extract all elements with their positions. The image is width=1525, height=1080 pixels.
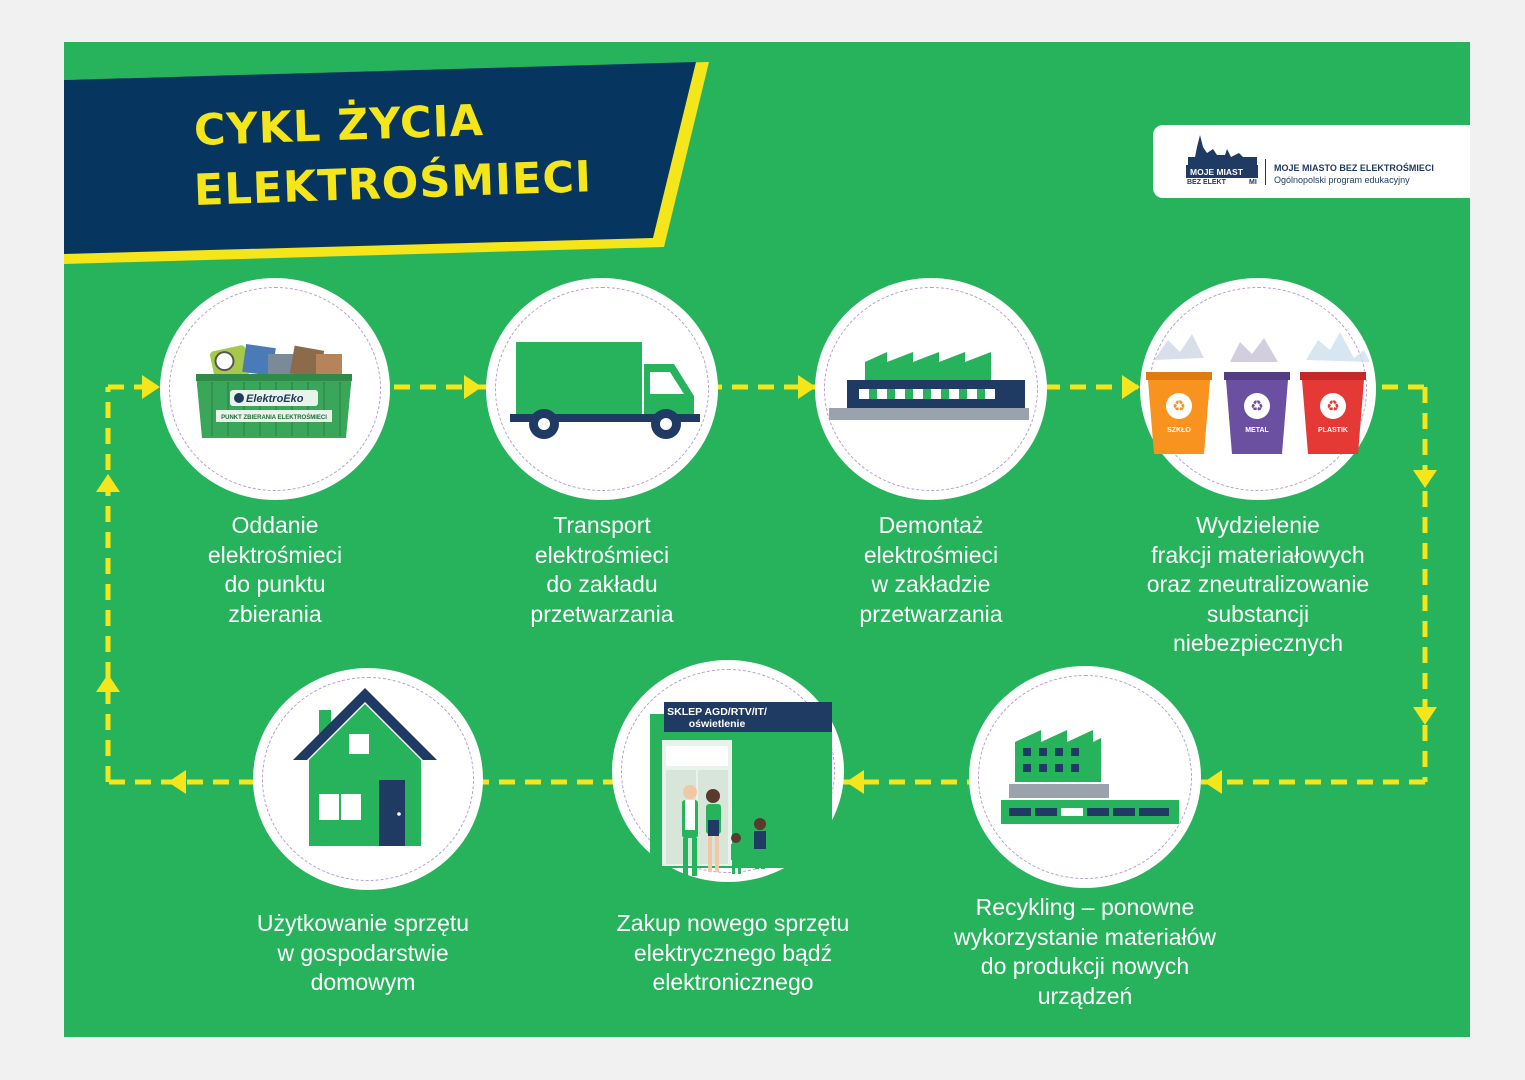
logo-divider: [1265, 159, 1266, 185]
shop-icon: SKLEP AGD/RTV/IT/ oświetlenie: [650, 702, 832, 876]
arrow-right-icon: [464, 375, 482, 399]
step-circle-shop: SKLEP AGD/RTV/IT/ oświetlenie: [612, 660, 844, 882]
step-label-line: w gospodarstwie: [277, 939, 449, 966]
step-circle-separation: ♻ SZKŁO ♻ METAL ♻ PLASTIK: [1140, 278, 1376, 500]
arrow-left-icon: [1204, 770, 1222, 794]
step-label-line: przetwarzania: [859, 600, 1003, 627]
step-label-recycling: Recykling – ponowne wykorzystanie materi…: [920, 893, 1250, 1011]
recycle-icon: ♻: [1250, 397, 1263, 415]
step-label-line: elektrośmieci: [863, 541, 999, 568]
container-sign: PUNKT ZBIERANIA ELEKTROŚMIECI: [221, 414, 327, 421]
recycle-icon: ♻: [1172, 397, 1185, 415]
step-label-line: frakcji materiałowych: [1151, 541, 1365, 568]
city-skyline-icon: [1186, 135, 1258, 178]
step-label-line: Demontaż: [878, 512, 984, 538]
bin-plastic: ♻ PLASTIK: [1300, 372, 1366, 454]
step-label-line: elektrośmieci: [207, 541, 343, 568]
arrow-left-icon: [168, 770, 186, 794]
step-label-line: Transport: [553, 512, 651, 538]
step-label-line: Recykling – ponowne: [975, 894, 1195, 920]
step-circle-household: [253, 668, 483, 890]
arrow-up-icon: [96, 474, 120, 492]
step-label-line: Użytkowanie sprzętu: [256, 910, 470, 936]
step-label-line: urządzeń: [1037, 982, 1133, 1009]
step-label-line: Zakup nowego sprzętu: [616, 910, 850, 936]
step-label-line: substancji: [1206, 600, 1310, 627]
factory-icon: [829, 352, 1029, 420]
step-label-line: niebezpiecznych: [1172, 630, 1344, 656]
bin-label: SZKŁO: [1167, 427, 1191, 434]
family-icon: [682, 785, 766, 876]
step-label-separation: Wydzielenie frakcji materiałowych oraz z…: [1113, 511, 1403, 659]
recycling-plant-icon: [1001, 730, 1179, 824]
step-label-line: domowym: [310, 969, 416, 995]
logo-mark-line1: MOJE MIAST: [1190, 167, 1243, 177]
arrow-right-icon: [798, 375, 816, 399]
bin-label: PLASTIK: [1318, 427, 1348, 434]
step-label-shop: Zakup nowego sprzętu elektrycznego bądź …: [573, 909, 893, 998]
step-label-line: zbierania: [228, 600, 322, 627]
step-label-line: do punktu: [224, 571, 326, 597]
step-label-line: Wydzielenie: [1196, 512, 1320, 538]
logo-program-name: MOJE MIASTO BEZ ELEKTROŚMIECI: [1274, 163, 1434, 173]
title-line-1: CYKL ŻYCIA: [193, 95, 485, 156]
poster: CYKL ŻYCIA ELEKTROŚMIECI MOJE MIAST BEZ …: [64, 42, 1470, 1037]
step-circle-collection: ElektroEko PUNKT ZBIERANIA ELEKTROŚMIECI: [160, 278, 390, 500]
step-label-line: wykorzystanie materiałów: [953, 923, 1217, 950]
logo-mark-line2b: MI: [1249, 179, 1257, 186]
step-label-line: oraz zneutralizowanie: [1146, 571, 1370, 597]
step-label-line: w zakładzie: [871, 571, 991, 597]
step-label-line: przetwarzania: [530, 600, 674, 627]
step-circle-transport: [486, 278, 718, 500]
arrow-down-icon: [1413, 470, 1437, 488]
arrow-down-icon: [1413, 707, 1437, 725]
step-label-line: Oddanie: [231, 512, 319, 538]
title-banner: [64, 62, 709, 264]
flow-arrows: [96, 375, 1437, 794]
collection-container-icon: ElektroEko PUNKT ZBIERANIA ELEKTROŚMIECI: [196, 344, 352, 438]
bin-label: METAL: [1245, 427, 1269, 434]
step-label-line: do zakładu: [546, 571, 658, 597]
arrow-right-icon: [1122, 375, 1140, 399]
recycle-icon: ♻: [1326, 397, 1339, 415]
step-label-household: Użytkowanie sprzętu w gospodarstwie domo…: [213, 909, 513, 998]
step-label-line: elektrycznego bądź: [633, 939, 833, 966]
step-label-transport: Transport elektrośmieci do zakładu przet…: [472, 511, 732, 629]
step-circle-recycling: [969, 666, 1201, 888]
step-label-collection: Oddanie elektrośmieci do punktu zbierani…: [155, 511, 395, 629]
shop-sign-line2: oświetlenie: [689, 718, 746, 730]
step-circle-disassembly: [815, 278, 1047, 500]
arrow-up-icon: [96, 674, 120, 692]
step-label-line: elektronicznego: [652, 969, 814, 995]
arrow-right-icon: [142, 375, 160, 399]
step-label-line: do produkcji nowych: [980, 953, 1190, 979]
logo-mark-line2a: BEZ ELEKT: [1187, 179, 1226, 186]
bin-glass: ♻ SZKŁO: [1146, 372, 1212, 454]
house-icon: [293, 688, 437, 846]
truck-icon: [510, 342, 700, 439]
bin-metal: ♻ METAL: [1224, 372, 1290, 454]
logo-program-desc: Ogólnopolski program edukacyjny: [1274, 175, 1410, 185]
recycling-bins-icon: ♻ SZKŁO ♻ METAL ♻ PLASTIK: [1146, 332, 1370, 454]
step-label-line: elektrośmieci: [534, 541, 670, 568]
container-brand: ElektroEko: [246, 393, 304, 405]
shop-sign-line1: SKLEP AGD/RTV/IT/: [667, 706, 767, 718]
arrow-left-icon: [846, 770, 864, 794]
program-logo: MOJE MIAST BEZ ELEKT MI MOJE MIASTO BEZ …: [1153, 125, 1470, 198]
step-label-disassembly: Demontaż elektrośmieci w zakładzie przet…: [801, 511, 1061, 629]
